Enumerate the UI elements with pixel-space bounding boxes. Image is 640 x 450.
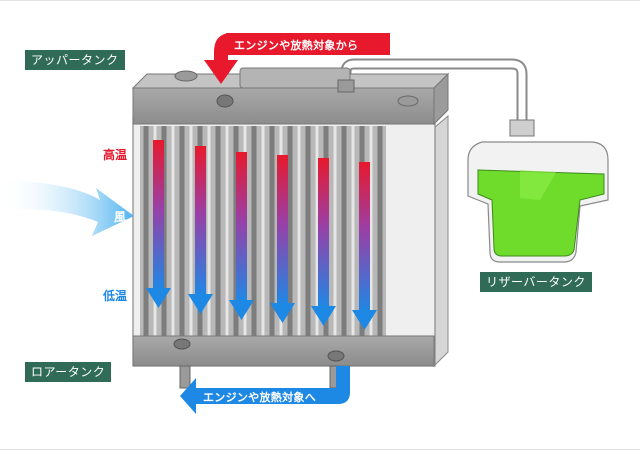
reserve-tank-label: リザーバータンク [480,272,592,292]
low-temp-label: 低温 [103,289,128,303]
lower-tank-label: ロアータンク [25,362,112,382]
upper-tank [131,67,450,126]
to-engine-label: エンジンや放熱対象へ [203,391,316,404]
wind-arrow [0,180,134,236]
from-engine-label: エンジンや放熱対象から [234,39,359,52]
outlet-arrow [180,366,350,414]
inlet-arrow [204,33,390,84]
coolant-level [477,169,605,257]
lower-tank [132,335,435,389]
reserve-tank [467,119,609,263]
upper-tank-label: アッパータンク [25,50,125,70]
coolant-flow-arrows [146,140,377,330]
wind-label: 風 [114,210,127,224]
high-temp-label: 高温 [103,148,128,162]
radiator-fins [140,126,386,336]
top-border [0,0,640,1]
